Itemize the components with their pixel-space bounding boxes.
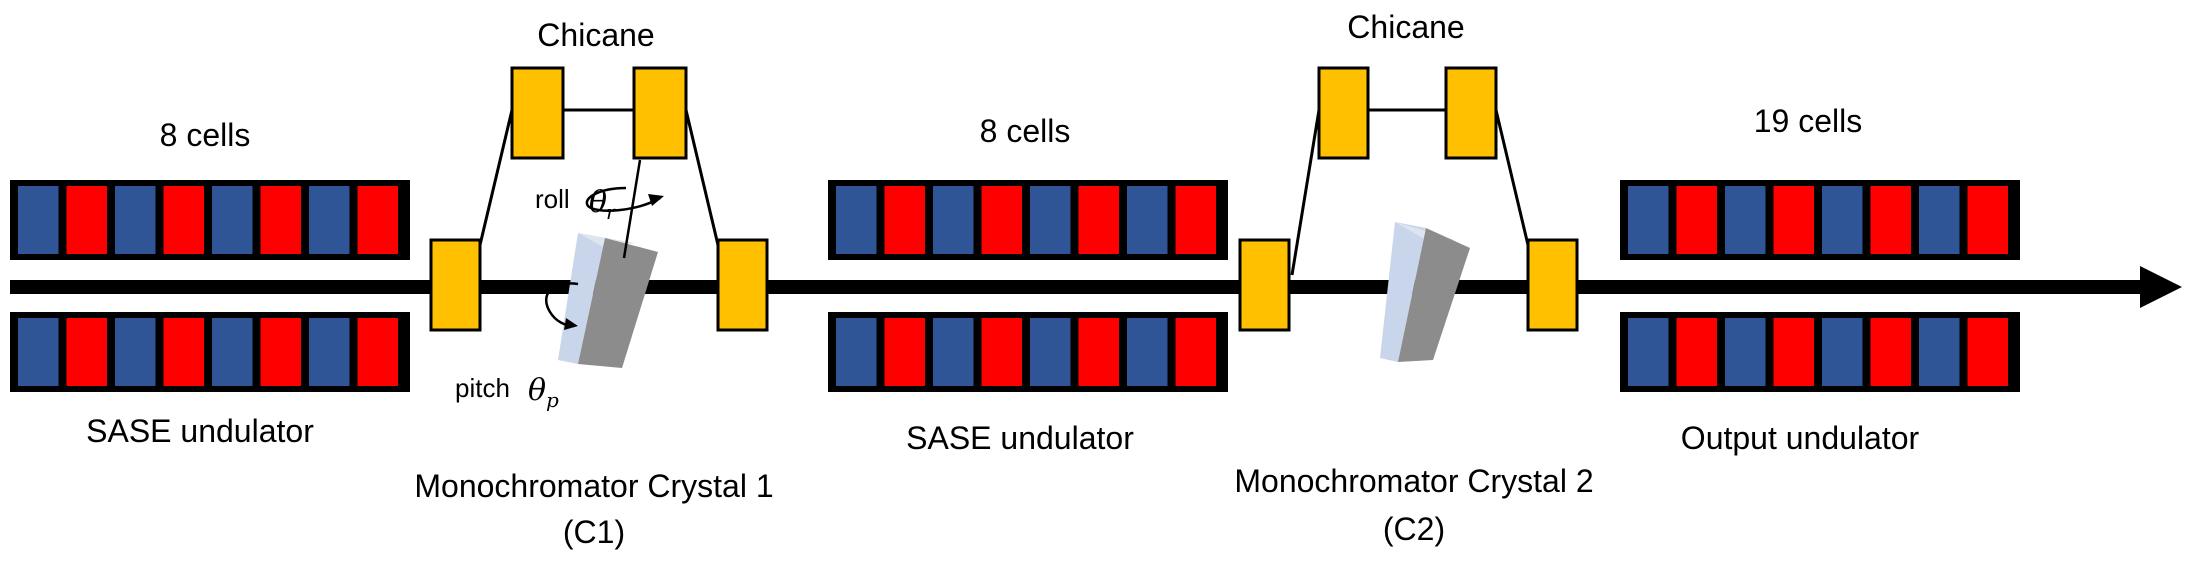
undulator-3-name: Output undulator: [1681, 420, 1920, 456]
roll-theta-symbol: θ: [589, 185, 607, 220]
crystal-2-name-line1: Monochromator Crystal 2: [1234, 463, 1593, 499]
undulator-magnet-cell: [1175, 318, 1216, 386]
pitch-arrowhead-icon: [564, 318, 578, 330]
undulator-magnet-cell: [1127, 186, 1168, 254]
undulator-magnet-cell: [1078, 318, 1119, 386]
crystal-1-name-line2: (C1): [563, 514, 625, 550]
undulator-magnet-cell: [933, 186, 974, 254]
undulator-magnet-cell: [66, 318, 107, 386]
undulator-magnet-cell: [1725, 186, 1766, 254]
undulator-magnet-cell: [1919, 186, 1960, 254]
crystal-1: [558, 233, 658, 368]
undulator-magnet-cell: [1822, 186, 1863, 254]
undulator-magnet-cell: [836, 186, 877, 254]
undulator-magnet-cell: [1628, 186, 1669, 254]
undulator-magnet-cell: [981, 186, 1022, 254]
roll-theta-subscript: r: [606, 200, 617, 224]
chicane-1-magnet-top-left: [510, 66, 565, 160]
beam-axis: [10, 266, 2182, 308]
undulator-group: [10, 180, 2020, 392]
undulator-magnet-cell: [1870, 318, 1911, 386]
chicane-2-magnet-top-right: [1444, 66, 1498, 160]
undulator-1-cells-label: 8 cells: [160, 117, 251, 153]
chicane-1-line-right: [684, 109, 720, 246]
crystal-1-name-line1: Monochromator Crystal 1: [414, 468, 773, 504]
undulator-magnet-cell: [18, 186, 59, 254]
undulator-magnet-cell: [1919, 318, 1960, 386]
undulator-magnet-cell: [115, 186, 156, 254]
undulator-magnet-cell: [884, 186, 925, 254]
undulator-magnet-cell: [260, 318, 301, 386]
crystal-2-front-face: [1398, 228, 1470, 362]
roll-indicator: roll θ r: [535, 159, 664, 259]
undulator-magnet-cell: [1967, 318, 2008, 386]
undulator-2-cells-label: 8 cells: [980, 113, 1071, 149]
undulator-magnet-cell: [1030, 318, 1071, 386]
undulator-magnet-cell: [163, 186, 204, 254]
roll-rotation-arrow-icon: [585, 186, 661, 212]
chicane-1-line-left: [478, 109, 514, 246]
undulator-2-name: SASE undulator: [906, 420, 1134, 456]
chicane-1-magnet-top-right: [632, 66, 688, 160]
undulator-magnet-cell: [933, 318, 974, 386]
undulator-magnet-cell: [357, 186, 398, 254]
chicane-2-line-right: [1494, 109, 1530, 246]
crystal-2: [1380, 222, 1470, 362]
undulator-magnet-cell: [1822, 318, 1863, 386]
roll-arrowhead-icon: [648, 194, 664, 206]
undulator-magnet-cell: [212, 318, 253, 386]
undulator-magnet-cell: [260, 186, 301, 254]
undulator-magnet-cell: [309, 318, 350, 386]
undulator-magnet-cell: [836, 318, 877, 386]
undulator-3-cells-label: 19 cells: [1754, 103, 1863, 139]
pitch-label: pitch: [455, 373, 510, 403]
beam-arrowhead: [2140, 266, 2182, 308]
undulator-magnet-cell: [1127, 318, 1168, 386]
chicane-1-label: Chicane: [537, 17, 654, 53]
undulator-magnet-cell: [212, 186, 253, 254]
undulator-magnet-cell: [1725, 318, 1766, 386]
chicane-magnets: [429, 66, 1579, 332]
undulator-magnet-cell: [1078, 186, 1119, 254]
undulator-magnet-cell: [1773, 186, 1814, 254]
pitch-theta-subscript: p: [546, 388, 559, 412]
crystal-1-side-face: [558, 233, 605, 364]
chicane-2-magnet-exit: [1526, 238, 1579, 332]
crystal-2-name-line2: (C2): [1383, 511, 1445, 547]
pitch-indicator: pitch θ p: [455, 282, 579, 412]
undulator-magnet-cell: [981, 318, 1022, 386]
chicane-2-label: Chicane: [1347, 9, 1464, 45]
undulator-magnet-cell: [1870, 186, 1911, 254]
chicane-1-magnet-exit: [716, 238, 769, 332]
undulator-magnet-cell: [1628, 318, 1669, 386]
undulator-magnet-cell: [18, 318, 59, 386]
chicane-2-magnet-entry: [1238, 238, 1291, 332]
labels: 8 cells SASE undulator 8 cells SASE undu…: [86, 9, 1919, 550]
chicane-1-magnet-entry: [429, 238, 482, 332]
undulator-magnet-cell: [66, 186, 107, 254]
undulator-magnet-cell: [1967, 186, 2008, 254]
undulator-magnet-cell: [115, 318, 156, 386]
undulator-magnet-cell: [357, 318, 398, 386]
pitch-theta-symbol: θ: [528, 373, 546, 408]
roll-label: roll: [535, 184, 570, 214]
chicane-lines: [478, 108, 1530, 276]
chicane-2-magnet-top-left: [1317, 66, 1370, 160]
crystal-2-side-face: [1380, 222, 1426, 362]
undulator-magnet-cell: [1676, 318, 1717, 386]
chicane-2-line-left: [1290, 109, 1321, 276]
undulator-magnet-cell: [309, 186, 350, 254]
undulator-magnet-cell: [1676, 186, 1717, 254]
undulator-1-name: SASE undulator: [86, 413, 314, 449]
crystal-1-front-face: [578, 238, 658, 368]
undulator-magnet-cell: [884, 318, 925, 386]
undulator-magnet-cell: [1773, 318, 1814, 386]
undulator-magnet-cell: [1030, 186, 1071, 254]
beam-line: [10, 280, 2150, 294]
undulator-magnet-cell: [1175, 186, 1216, 254]
undulator-magnet-cell: [163, 318, 204, 386]
